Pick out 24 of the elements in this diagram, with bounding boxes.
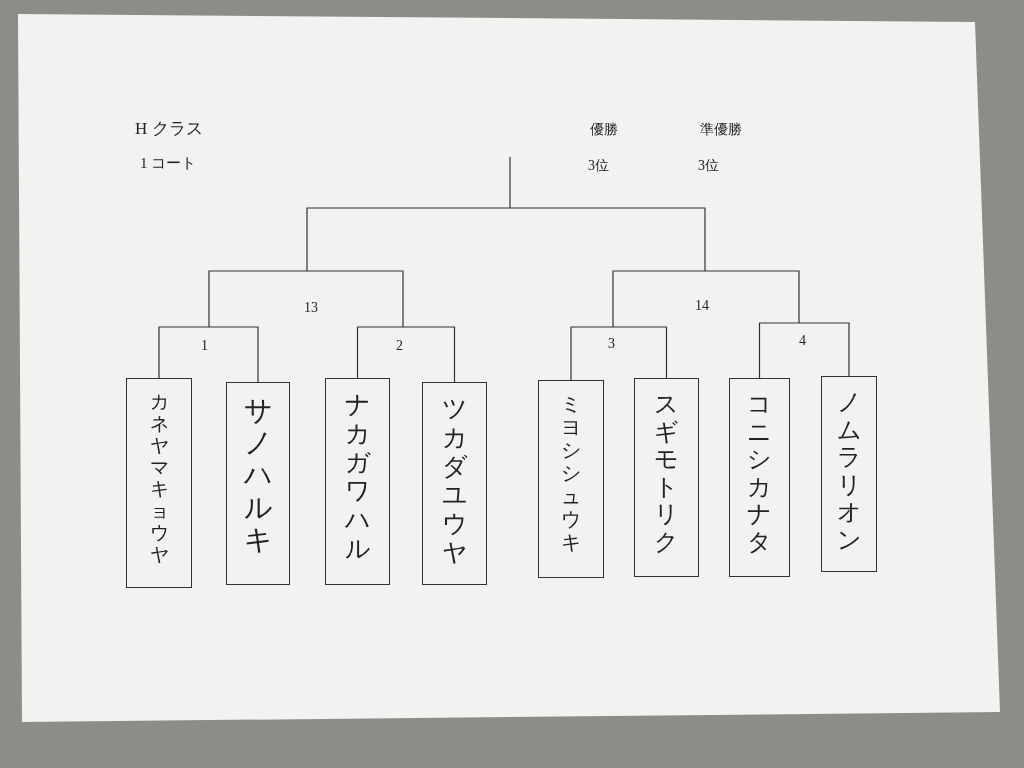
bracket-line	[158, 326, 259, 383]
class-label: H クラス	[135, 120, 203, 137]
name-box: カネヤマキョウヤ	[126, 378, 192, 588]
match-number: 14	[695, 299, 709, 313]
bracket-line	[356, 326, 456, 383]
third-place-label: 3位	[698, 159, 719, 173]
runner-up-heading: 準優勝	[700, 123, 742, 137]
match-number: 2	[396, 339, 403, 353]
name-box: コニシカナタ	[729, 378, 790, 577]
winner-heading: 優勝	[590, 123, 618, 137]
name-box: サノハルキ	[226, 382, 290, 585]
name-box: スギモトリク	[634, 378, 699, 577]
bracket-line	[570, 326, 668, 381]
match-number: 3	[608, 337, 615, 351]
name-box: ナカガワハル	[325, 378, 390, 585]
name-box: ミヨシシュウキ	[538, 380, 604, 578]
name-box: ツカダユウヤ	[422, 382, 487, 585]
name-box: ノムラリオン	[821, 376, 877, 572]
match-number: 4	[799, 334, 806, 348]
match-number: 1	[201, 339, 208, 353]
court-label: 1 コート	[140, 156, 197, 171]
match-number: 13	[304, 301, 318, 315]
third-place-label: 3位	[588, 159, 609, 173]
bracket-line	[758, 322, 850, 379]
